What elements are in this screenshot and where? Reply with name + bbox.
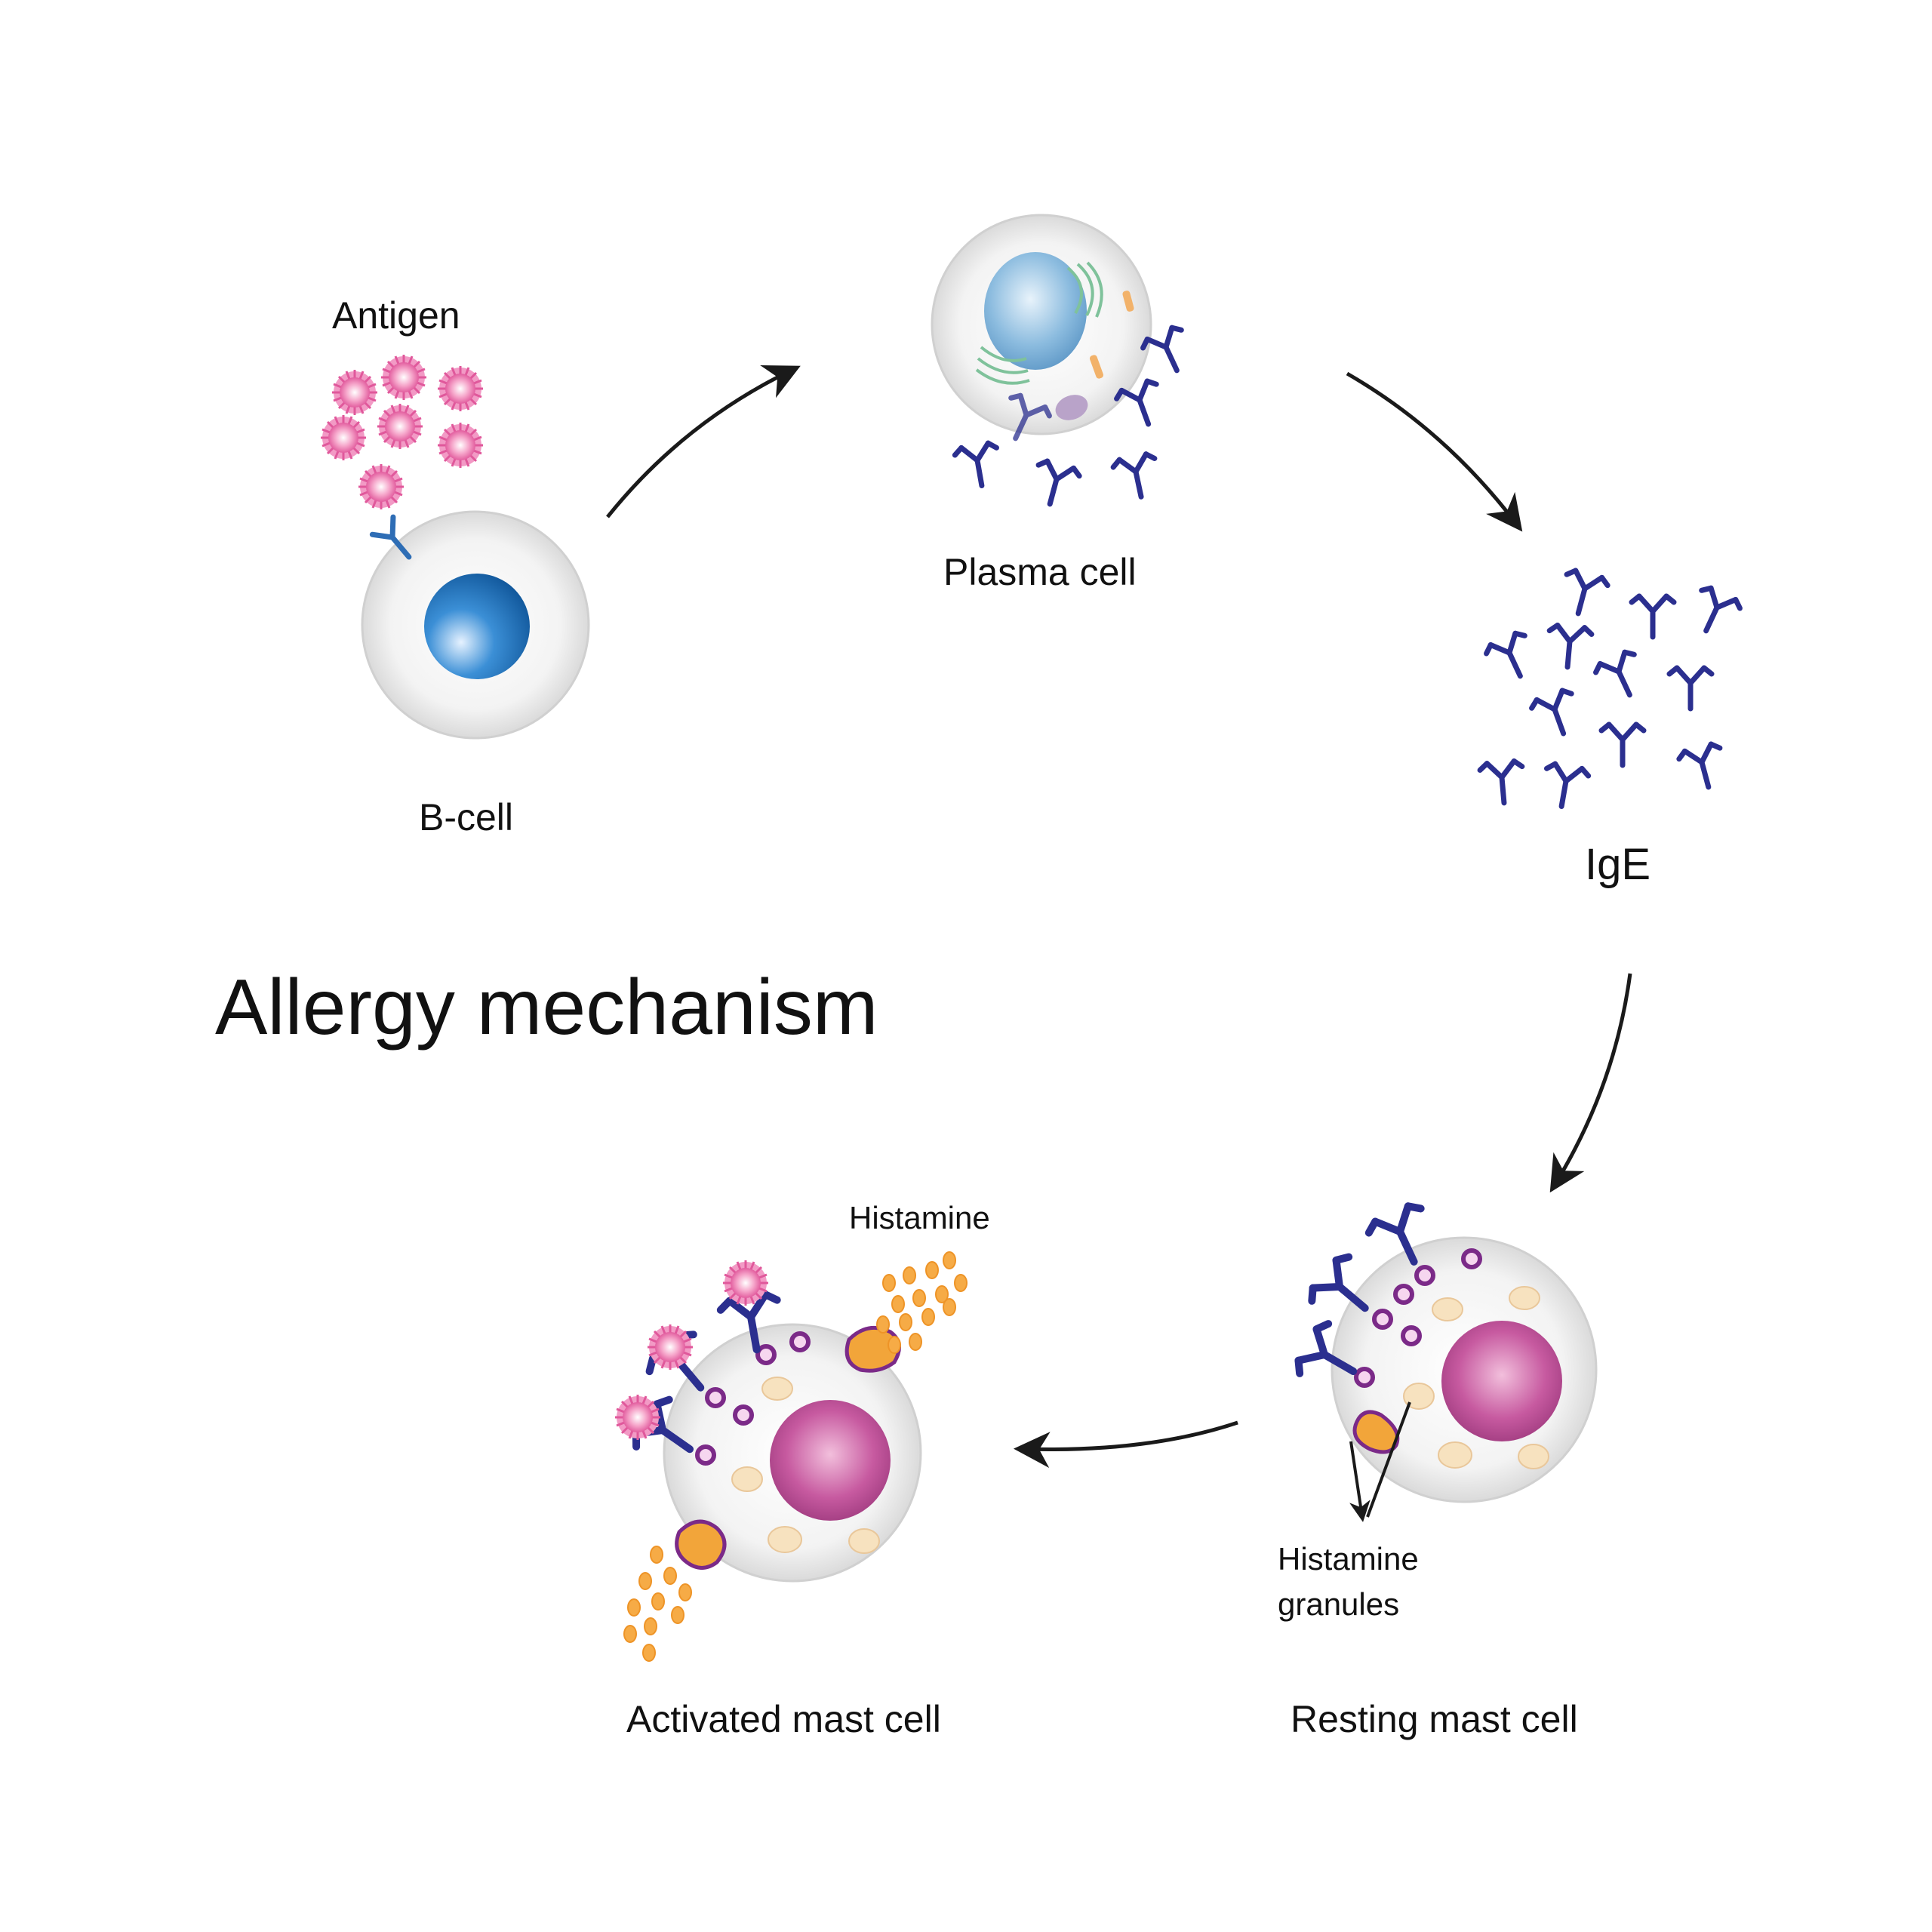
antigen-icon xyxy=(357,463,405,511)
b-cell-label: B-cell xyxy=(419,796,513,838)
receptor-icon xyxy=(1374,1311,1391,1327)
mitochondrion-icon xyxy=(1055,395,1088,420)
arrow-bcell-to-plasma xyxy=(606,365,801,518)
released-histamine xyxy=(623,1251,968,1662)
plasma-cell-label: Plasma cell xyxy=(943,551,1137,593)
antibody-icon xyxy=(1530,688,1583,741)
plasma-cell-nucleus xyxy=(984,252,1087,370)
antibody-icon xyxy=(1541,762,1590,810)
receptor-icon xyxy=(1463,1251,1480,1267)
antigen-icon xyxy=(436,421,485,469)
antibody-icon xyxy=(1669,668,1712,709)
resting-mast-cell-nucleus xyxy=(1441,1321,1562,1441)
b-cell-receptor-icon xyxy=(369,514,412,560)
receptor-icon xyxy=(697,1447,714,1463)
antigen-cluster xyxy=(319,353,485,511)
receptor-icon xyxy=(1403,1327,1420,1344)
histamine-granules-line2: granules xyxy=(1278,1586,1399,1622)
arrow-plasma-to-ige xyxy=(1346,371,1523,532)
ige-label: IgE xyxy=(1585,840,1651,889)
antigen-icon xyxy=(614,1393,662,1441)
histamine-granule-icon xyxy=(1352,1410,1400,1454)
activated-mast-cell-nucleus xyxy=(770,1400,891,1521)
antigen-icon xyxy=(331,368,379,417)
organelle-icon xyxy=(1089,355,1104,379)
antibody-icon xyxy=(954,441,1003,489)
histamine-granule-group xyxy=(731,1377,880,1554)
organelle-icon xyxy=(1122,291,1134,312)
antibody-icon xyxy=(1678,742,1729,792)
receptor-icon xyxy=(1395,1286,1412,1303)
histamine-granule-group xyxy=(1403,1286,1549,1469)
receptor-icon xyxy=(792,1334,808,1350)
antibody-icon xyxy=(1687,585,1743,640)
endoplasmic-reticulum-icon xyxy=(975,261,1103,385)
degranulating-vesicle-icon xyxy=(844,1325,901,1373)
antigen-icon xyxy=(436,365,485,413)
ige-antibodies xyxy=(1479,568,1742,810)
resting-mast-cell xyxy=(1293,1201,1598,1522)
antibody-icon xyxy=(1484,630,1540,685)
arrow-resting-to-activated xyxy=(1014,1420,1238,1469)
antibody-icon xyxy=(1593,649,1649,704)
antibody-icon xyxy=(1546,625,1592,669)
activated-mast-cell-label: Activated mast cell xyxy=(626,1698,941,1740)
antigen-icon xyxy=(319,414,368,462)
antigen-label: Antigen xyxy=(332,294,460,337)
resting-mast-cell-label: Resting mast cell xyxy=(1291,1698,1578,1740)
antigen-icon xyxy=(376,402,424,451)
antibody-icon xyxy=(1601,724,1644,765)
antibody-icon xyxy=(1029,459,1081,509)
antibody-icon xyxy=(1632,596,1674,637)
granule-pointer-arrow xyxy=(1349,1441,1371,1522)
histamine-label: Histamine xyxy=(849,1200,990,1235)
antigen-icon xyxy=(380,353,428,401)
antigen-icon xyxy=(721,1259,770,1307)
b-cell xyxy=(361,510,590,740)
receptor-icon xyxy=(735,1407,752,1423)
receptor-icon xyxy=(1417,1267,1433,1284)
histamine-granules-label: Histamine granules xyxy=(1278,1541,1427,1622)
receptor-icon xyxy=(1356,1369,1373,1386)
antibody-icon xyxy=(1112,453,1161,501)
activated-mast-cell xyxy=(614,1259,922,1583)
b-cell-nucleus xyxy=(424,574,530,679)
arrow-ige-to-resting xyxy=(1549,973,1632,1193)
histamine-granules-line1: Histamine xyxy=(1278,1541,1419,1577)
antigen-icon xyxy=(646,1323,694,1371)
degranulating-vesicle-icon xyxy=(675,1519,727,1570)
receptor-icon xyxy=(707,1389,724,1406)
plasma-cell xyxy=(931,214,1196,509)
antibody-icon xyxy=(1479,761,1524,805)
granule-pointer-arrow xyxy=(1366,1401,1411,1518)
diagram-title: Allergy mechanism xyxy=(215,964,878,1051)
antibody-icon xyxy=(1558,568,1609,619)
